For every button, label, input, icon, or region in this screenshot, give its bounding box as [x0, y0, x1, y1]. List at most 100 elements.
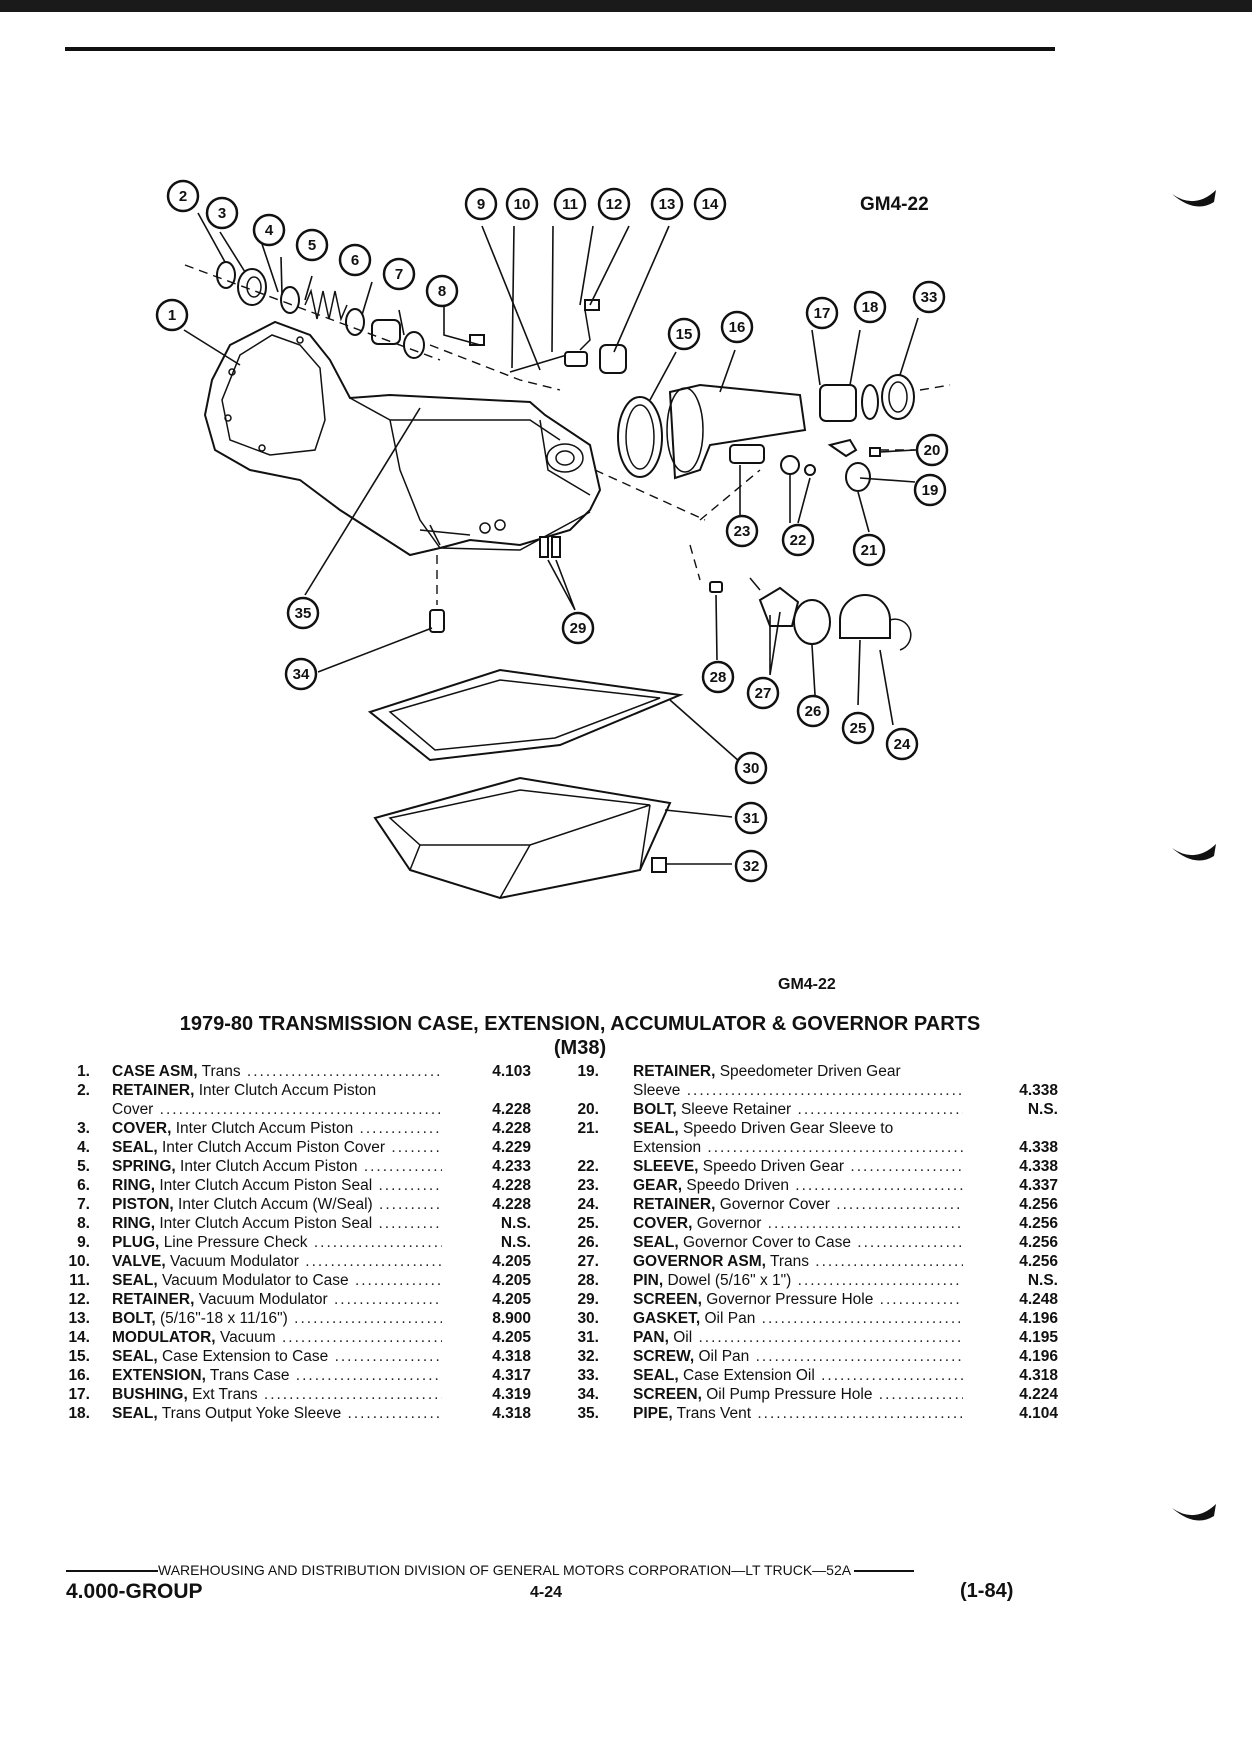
part-name: RETAINER, [633, 1063, 716, 1080]
callout-33: 33 [912, 280, 946, 314]
part-name: SCREEN, [633, 1386, 702, 1403]
part-group-ref: 4.233 [492, 1158, 531, 1175]
parts-list-row: 13.BOLT, (5/16"-18 x 11/16") ...........… [56, 1309, 536, 1328]
svg-text:1: 1 [168, 307, 176, 324]
part-name: SEAL, [112, 1139, 158, 1156]
part-number: 18. [68, 1405, 90, 1422]
part-detail: Governor Cover [719, 1196, 830, 1213]
part-description: SCREEN, Governor Pressure Hole .........… [633, 1291, 963, 1308]
parts-list-row: 34.SCREEN, Oil Pump Pressure Hole ......… [565, 1385, 1062, 1404]
modulator-parts-drawing [429, 299, 627, 391]
part-description: SPRING, Inter Clutch Accum Piston ......… [112, 1158, 442, 1175]
part-group-ref: 4.256 [1019, 1253, 1058, 1270]
part-name: MODULATOR, [112, 1329, 216, 1346]
svg-text:3: 3 [218, 205, 226, 222]
binder-hole-mark-top [1172, 190, 1216, 207]
part-detail: Inter Clutch Accum Piston Seal [159, 1177, 373, 1194]
part-group-ref: 4.196 [1019, 1310, 1058, 1327]
part-number: 22. [577, 1158, 599, 1175]
parts-list-row: 16.EXTENSION, Trans Case ...............… [56, 1366, 536, 1385]
part-description: RETAINER, Governor Cover ...............… [633, 1196, 963, 1213]
part-description: RING, Inter Clutch Accum Piston Seal ...… [112, 1177, 442, 1194]
callout-11: 11 [553, 187, 587, 221]
part-number: 28. [577, 1272, 599, 1289]
callout-1: 1 [155, 298, 189, 332]
parts-list-row-continued: Sleeve .................................… [565, 1081, 1062, 1100]
part-description: SEAL, Governor Cover to Case ...........… [633, 1234, 963, 1251]
callout-12: 12 [597, 187, 631, 221]
part-detail: Case Extension Oil [682, 1367, 815, 1384]
part-description: RETAINER, Vacuum Modulator .............… [112, 1291, 442, 1308]
part-description: PISTON, Inter Clutch Accum (W/Seal) ....… [112, 1196, 442, 1213]
svg-text:8: 8 [438, 283, 446, 300]
svg-text:19: 19 [922, 482, 939, 499]
part-description: RING, Inter Clutch Accum Piston Seal ...… [112, 1215, 442, 1232]
svg-text:14: 14 [702, 196, 719, 213]
svg-text:26: 26 [805, 703, 822, 720]
screen-parts-drawing [429, 536, 561, 633]
part-detail: Vacuum Modulator [170, 1253, 299, 1270]
svg-text:24: 24 [894, 736, 911, 753]
callout-10: 10 [505, 187, 539, 221]
part-number: 26. [577, 1234, 599, 1251]
part-name: PIN, [633, 1272, 664, 1289]
part-number: 15. [68, 1348, 90, 1365]
part-number: 21. [577, 1120, 599, 1137]
part-group-ref: 4.256 [1019, 1234, 1058, 1251]
callout-14: 14 [693, 187, 727, 221]
part-detail: Speedo Driven [686, 1177, 789, 1194]
part-name: SCREEN, [633, 1291, 702, 1308]
part-detail: Sleeve Retainer [680, 1101, 792, 1118]
callout-13: 13 [650, 187, 684, 221]
callout-35: 35 [286, 596, 320, 630]
parts-list-row: 20.BOLT, Sleeve Retainer ...............… [565, 1100, 1062, 1119]
part-detail: Inter Clutch Accum Piston [175, 1120, 354, 1137]
part-group-ref: 4.195 [1019, 1329, 1058, 1346]
parts-list-row: 17.BUSHING, Ext Trans ..................… [56, 1385, 536, 1404]
part-group-ref: N.S. [1027, 1272, 1058, 1289]
part-group-ref: 4.224 [1019, 1386, 1058, 1403]
svg-text:12: 12 [606, 196, 623, 213]
part-description-continued: Extension ..............................… [633, 1139, 963, 1156]
svg-text:20: 20 [924, 442, 941, 459]
svg-text:32: 32 [743, 858, 760, 875]
callout-3: 3 [205, 196, 239, 230]
svg-text:34: 34 [293, 666, 310, 683]
parts-list-row: 4.SEAL, Inter Clutch Accum Piston Cover … [56, 1138, 536, 1157]
callout-7: 7 [382, 257, 416, 291]
svg-text:6: 6 [351, 252, 359, 269]
svg-text:7: 7 [395, 266, 403, 283]
part-group-ref: 4.228 [492, 1120, 531, 1137]
part-name: COVER, [112, 1120, 172, 1137]
part-group-ref: 4.205 [492, 1272, 531, 1289]
part-number: 6. [77, 1177, 90, 1194]
part-detail: Inter Clutch Accum Piston Seal [159, 1215, 373, 1232]
footer-division-line: WAREHOUSING AND DISTRIBUTION DIVISION OF… [66, 1562, 1026, 1578]
part-group-ref: 8.900 [492, 1310, 531, 1327]
part-description: SEAL, Vacuum Modulator to Case .........… [112, 1272, 442, 1289]
part-group-ref: 4.338 [1019, 1082, 1058, 1099]
part-description: SEAL, Speedo Driven Gear Sleeve to [633, 1119, 963, 1138]
part-group-ref: 4.318 [1019, 1367, 1058, 1384]
part-group-ref: 4.338 [1019, 1139, 1058, 1156]
part-group-ref: 4.317 [492, 1367, 531, 1384]
parts-list-row: 9.PLUG, Line Pressure Check ............… [56, 1233, 536, 1252]
parts-list-left-column: 1.CASE ASM, Trans ......................… [56, 1062, 536, 1423]
part-description: EXTENSION, Trans Case ..................… [112, 1367, 442, 1384]
callout-2: 2 [166, 179, 200, 213]
part-description: RETAINER, Inter Clutch Accum Piston [112, 1081, 442, 1100]
parts-list-row: 8.RING, Inter Clutch Accum Piston Seal .… [56, 1214, 536, 1233]
callout-17: 17 [805, 296, 839, 330]
part-number: 27. [577, 1253, 599, 1270]
part-description: CASE ASM, Trans ........................… [112, 1063, 442, 1080]
title-line-2: (M38) [553, 1037, 607, 1059]
part-group-ref: 4.196 [1019, 1348, 1058, 1365]
svg-text:4: 4 [265, 222, 274, 239]
parts-list-row: 23.GEAR, Speedo Driven .................… [565, 1176, 1062, 1195]
parts-list-row: 10.VALVE, Vacuum Modulator .............… [56, 1252, 536, 1271]
part-group-ref: 4.248 [1019, 1291, 1058, 1308]
part-group-ref: 4.228 [492, 1196, 531, 1213]
part-number: 12. [68, 1291, 90, 1308]
part-number: 17. [68, 1386, 90, 1403]
